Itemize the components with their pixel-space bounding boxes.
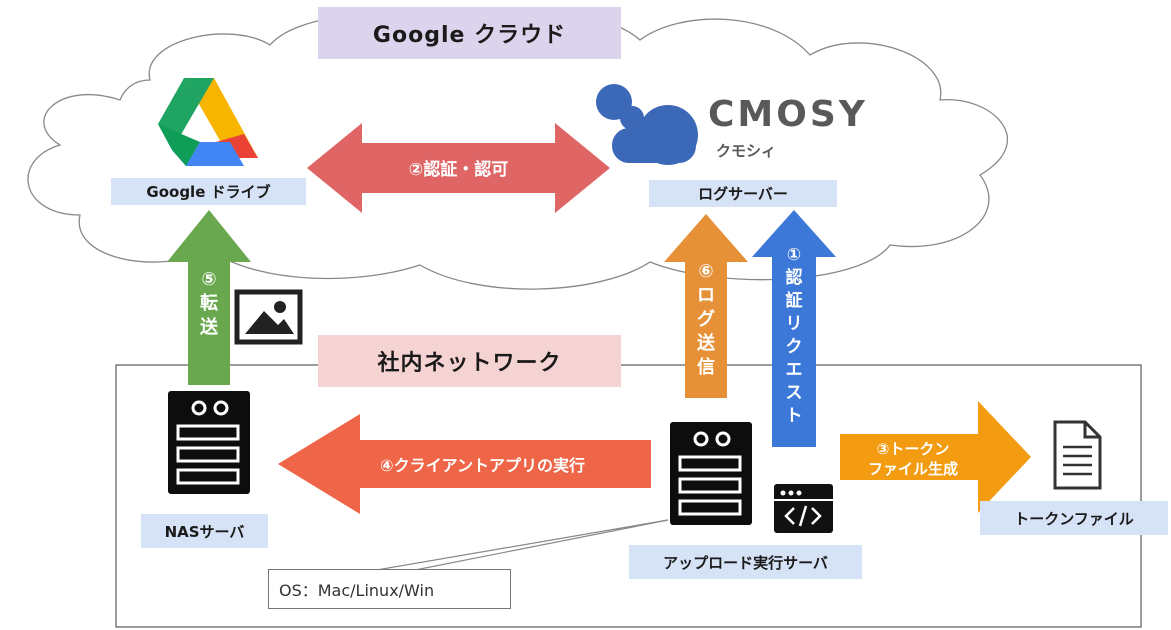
document-icon — [1053, 420, 1102, 490]
nas-server-label: NASサーバ — [141, 514, 268, 548]
log-send-arrow — [664, 214, 748, 398]
nas-server-icon — [168, 391, 250, 494]
token-gen-arrow-label: ③トークン ファイル生成 — [848, 439, 978, 479]
arrow-label-char: ⑥ — [698, 261, 714, 282]
cmosy-logo-subtext: クモシィ — [716, 141, 777, 160]
transfer-arrow-label: ⑤ 転送 — [188, 268, 230, 340]
token-gen-arrow — [840, 401, 1031, 513]
network-title: 社内ネットワーク — [318, 335, 621, 387]
code-window-icon — [774, 484, 833, 533]
auth-request-arrow-label: ① 認証リクエスト — [772, 244, 816, 428]
arrow-label-char: 送 — [200, 317, 218, 338]
auth-arrow-label: ②認証・認可 — [408, 160, 509, 180]
cmosy-logo-text: CMOSY — [708, 93, 868, 135]
arrow-label-char: 証 — [785, 291, 803, 311]
image-icon — [234, 289, 303, 345]
cloud-title: Google クラウド — [318, 7, 621, 59]
arrow-label-char: ス — [785, 383, 803, 403]
arrow-label-char: 送 — [697, 333, 715, 354]
upload-server-label: アップロード実行サーバ — [629, 545, 862, 579]
arrow-label-char: ロ — [697, 285, 715, 306]
arrow-label-char: 転 — [200, 293, 218, 314]
token-gen-line2: ファイル生成 — [867, 460, 958, 478]
log-server-label: ログサーバー — [649, 180, 837, 207]
arrow-label-char: 信 — [697, 357, 715, 378]
arrow-label-char: ⑤ — [201, 269, 217, 290]
log-send-arrow-label: ⑥ ログ送信 — [685, 260, 727, 380]
client-exec-arrow-label: ④クライアントアプリの実行 — [380, 456, 585, 475]
arrow-label-char: ク — [785, 337, 803, 357]
auth-arrow — [307, 123, 610, 213]
token-file-label: トークンファイル — [980, 501, 1168, 535]
upload-server-icon — [670, 422, 752, 525]
auth-request-arrow — [752, 210, 836, 447]
arrow-label-char: グ — [697, 309, 715, 330]
os-callout: OS：Mac/Linux/Win — [268, 569, 511, 609]
arrow-label-char: 認 — [785, 268, 803, 288]
cmosy-logo-icon — [596, 84, 698, 165]
transfer-arrow — [167, 210, 251, 385]
token-gen-line1: ③トークン — [876, 440, 950, 458]
arrow-label-char: リ — [785, 314, 803, 334]
google-drive-label: Google ドライブ — [111, 178, 306, 205]
arrow-label-char: ト — [785, 406, 803, 426]
callout-pointer — [364, 519, 669, 573]
client-exec-arrow — [278, 414, 651, 514]
arrow-label-char: ① — [786, 245, 802, 265]
google-drive-icon — [158, 78, 258, 166]
arrow-label-char: エ — [785, 360, 803, 380]
